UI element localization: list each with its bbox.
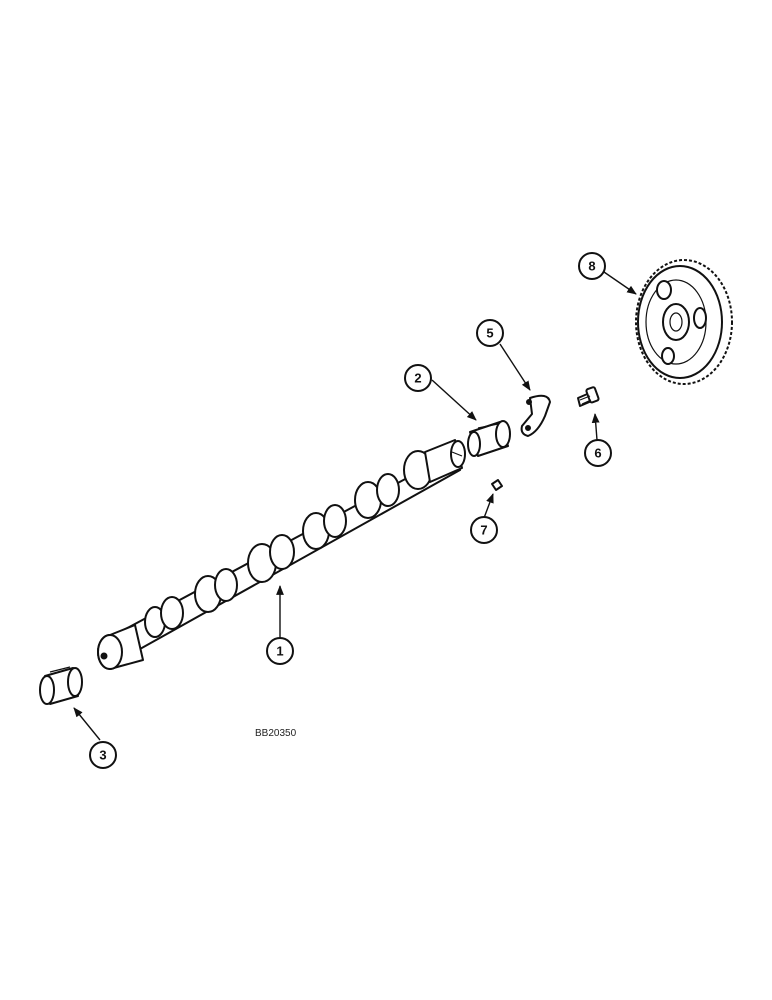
callout-7: 7	[470, 516, 498, 544]
leader-7	[483, 493, 494, 519]
callout-7-label: 7	[480, 523, 487, 538]
bolt	[577, 386, 600, 407]
leader-lines	[73, 271, 637, 741]
callout-5-label: 5	[486, 326, 493, 341]
reference-code: BB20350	[255, 728, 297, 739]
rear-bushing	[467, 420, 511, 457]
callout-6: 6	[584, 439, 612, 467]
callout-5: 5	[476, 319, 504, 347]
leader-2	[431, 379, 477, 421]
leader-8	[603, 271, 637, 295]
callout-8: 8	[578, 252, 606, 280]
leader-6	[591, 413, 600, 441]
callout-1: 1	[266, 637, 294, 665]
leader-5	[499, 343, 531, 391]
leader-3	[73, 707, 101, 741]
camshaft-gear	[635, 259, 733, 385]
callout-2: 2	[404, 364, 432, 392]
cam-lobes	[144, 450, 433, 638]
woodruff-key	[491, 479, 503, 491]
callout-8-label: 8	[588, 259, 595, 274]
front-bushing	[39, 666, 83, 705]
callout-2-label: 2	[414, 371, 421, 386]
callout-3: 3	[89, 741, 117, 769]
camshaft	[97, 439, 466, 670]
callout-1-label: 1	[276, 644, 283, 659]
callout-3-label: 3	[99, 748, 106, 763]
callout-6-label: 6	[594, 446, 601, 461]
thrust-plate	[520, 394, 551, 437]
